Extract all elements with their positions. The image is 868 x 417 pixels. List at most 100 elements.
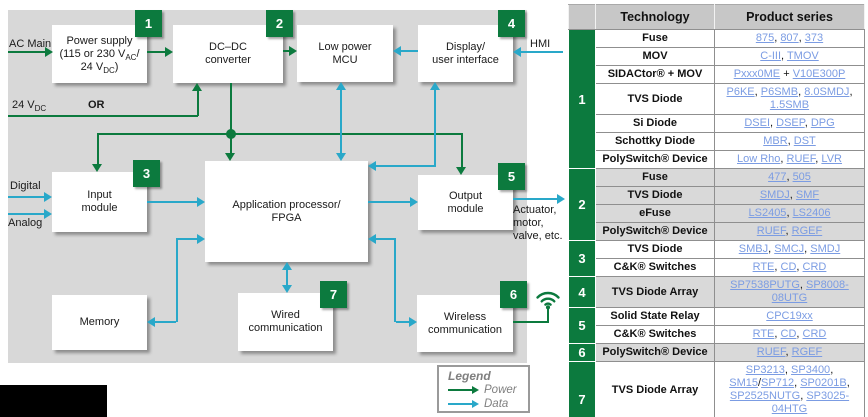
product-link[interactable]: SP712 <box>761 377 795 389</box>
badge-5: 5 <box>498 163 525 190</box>
product-link[interactable]: SMDJ <box>810 243 841 255</box>
product-link[interactable]: DPG <box>810 117 835 129</box>
group-number-cell: 7 <box>568 361 596 417</box>
product-series-cell: 875, 807, 373 <box>714 29 865 48</box>
product-link[interactable]: RTE <box>752 261 775 273</box>
product-link[interactable]: CD <box>780 261 797 273</box>
product-link[interactable]: SP8008-08UTG <box>771 279 849 304</box>
data-arrow <box>147 317 155 327</box>
technology-cell: PolySwitch® Device <box>595 150 715 169</box>
data-line-display <box>376 165 436 167</box>
data-line-memory <box>155 321 176 323</box>
product-link[interactable]: RUEF <box>756 346 786 358</box>
technology-cell: C&K® Switches <box>595 325 715 344</box>
data-line <box>368 201 410 203</box>
product-link[interactable]: TMOV <box>786 50 819 62</box>
product-link[interactable]: 477 <box>768 171 787 183</box>
data-arrow <box>430 82 440 90</box>
product-link[interactable]: LS2405 <box>748 207 787 219</box>
data-arrow <box>197 234 205 244</box>
product-link[interactable]: RGEF <box>791 346 823 358</box>
product-link[interactable]: RGEF <box>791 225 823 237</box>
product-series-cell: CPC19xx <box>714 307 865 326</box>
column-header-technology: Technology <box>595 4 715 30</box>
hmi-label: HMI <box>530 38 551 50</box>
product-link[interactable]: LVR <box>821 153 842 165</box>
product-link[interactable]: 807 <box>780 32 799 44</box>
product-link[interactable]: P6KE <box>726 86 755 98</box>
product-link[interactable]: 505 <box>792 171 811 183</box>
data-line-memory <box>176 238 197 240</box>
product-link[interactable]: 373 <box>804 32 824 44</box>
product-link[interactable]: DST <box>793 135 816 147</box>
data-line-actuator <box>513 198 557 200</box>
product-link[interactable]: SP3213 <box>745 364 785 376</box>
product-link[interactable]: CD <box>780 328 797 340</box>
product-link[interactable]: Pxxx0ME <box>733 68 781 80</box>
product-series-cell: SP7538PUTG, SP8008-08UTG <box>714 276 865 308</box>
product-link[interactable]: SMBJ <box>738 243 769 255</box>
product-link[interactable]: SMCJ <box>774 243 805 255</box>
product-series-cell: LS2405, LS2406 <box>714 204 865 223</box>
legend-power-arrowhead <box>472 386 479 394</box>
product-link[interactable]: SP0201B <box>800 377 847 389</box>
product-link[interactable]: DSEP <box>776 117 805 129</box>
legend-data-row: Data <box>448 397 528 411</box>
product-link[interactable]: MBR <box>763 135 788 147</box>
product-link[interactable]: C-III <box>760 50 782 62</box>
power-line <box>461 135 463 167</box>
data-line-wired <box>286 270 288 285</box>
badge-3: 3 <box>133 160 160 187</box>
redacted-logo-block <box>0 385 107 417</box>
product-link[interactable]: SP2525NUTG <box>729 390 801 402</box>
data-arrow <box>336 82 346 90</box>
product-link[interactable]: CPC19xx <box>766 310 813 322</box>
technology-cell: PolySwitch® Device <box>595 222 715 241</box>
product-link[interactable]: CRD <box>802 261 827 273</box>
product-link[interactable]: Low Rho <box>737 153 781 165</box>
ac-main-label: AC Main <box>9 38 52 50</box>
product-link[interactable]: V10E300P <box>792 68 846 80</box>
product-link[interactable]: P6SMB <box>760 86 799 98</box>
data-line-wireless <box>376 238 396 240</box>
data-arrow <box>513 47 521 57</box>
product-link[interactable]: RUEF <box>756 225 786 237</box>
product-link[interactable]: DSEI <box>744 117 771 129</box>
product-link[interactable]: SP7538PUTG <box>730 279 800 291</box>
product-link[interactable]: 8.0SMDJ <box>804 86 850 98</box>
technology-cell: TVS Diode Array <box>595 361 715 417</box>
product-link[interactable]: 1.5SMB <box>769 99 810 111</box>
product-link[interactable]: 875 <box>755 32 775 44</box>
power-arrow <box>456 167 466 175</box>
product-link[interactable]: SMF <box>795 189 820 201</box>
product-link[interactable]: RUEF <box>786 153 816 165</box>
product-series-cell: RUEF, RGEF <box>714 222 865 241</box>
product-link[interactable]: SP3025-04HTG <box>771 390 850 415</box>
data-arrow <box>282 262 292 270</box>
product-link[interactable]: SM15 <box>729 377 758 389</box>
technology-cell: Si Diode <box>595 114 715 133</box>
product-link[interactable]: CRD <box>802 328 827 340</box>
block-application-processor: Application processor/FPGA <box>205 161 368 262</box>
product-link[interactable]: SMDJ <box>759 189 790 201</box>
power-rail <box>97 133 463 135</box>
product-link[interactable]: LS2406 <box>792 207 831 219</box>
badge-2: 2 <box>266 10 293 37</box>
data-line <box>401 50 418 52</box>
legend-data-arrowhead <box>472 400 479 408</box>
product-link[interactable]: SP3400 <box>791 364 831 376</box>
product-link[interactable]: RTE <box>752 328 775 340</box>
data-line-hmi <box>521 51 563 53</box>
